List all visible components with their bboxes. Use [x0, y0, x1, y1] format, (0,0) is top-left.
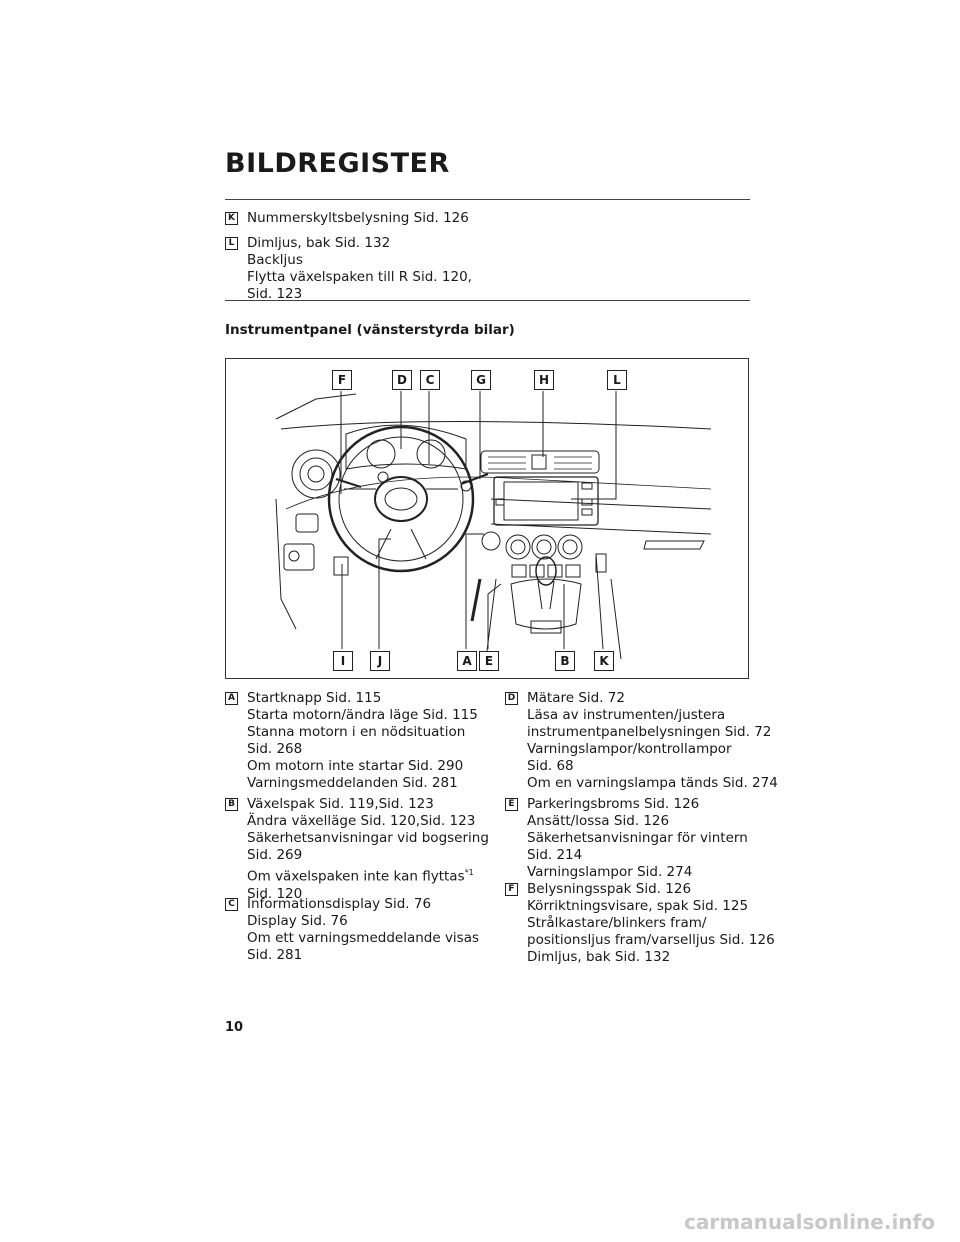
entry-line: Om en varningslampa tänds Sid. 274 [527, 775, 778, 791]
watermark: carmanualsonline.info [684, 1210, 935, 1234]
entry-line: Om motorn inte startar Sid. 290 [247, 758, 464, 774]
entry-line: Mätare Sid. 72 [527, 690, 625, 706]
entry-line: Varningslampor/kontrollampor [527, 741, 732, 757]
entry-line: Sid. 68 [527, 758, 574, 774]
callout-d: D [392, 370, 412, 390]
entry-line: Varningsmeddelanden Sid. 281 [247, 775, 458, 791]
entry-line: Starta motorn/ändra läge Sid. 115 [247, 707, 478, 723]
label-badge: F [505, 883, 518, 896]
footnote-marker: *1 [464, 868, 474, 877]
entry-line: Säkerhetsanvisningar vid bogsering [247, 830, 489, 846]
label-badge: E [505, 798, 518, 811]
entry-line: Om växelspaken inte kan flyttas*1 [247, 864, 489, 886]
entry-line: Sid. 268 [247, 741, 303, 757]
entry-line: Startknapp Sid. 115 [247, 690, 382, 706]
section-title: Instrumentpanel (vänsterstyrda bilar) [225, 322, 515, 338]
callout-h: H [534, 370, 554, 390]
entry-line: Dimljus, bak Sid. 132 [527, 949, 671, 965]
callout-k: K [594, 651, 614, 671]
entry-line: Sid. 281 [247, 947, 303, 963]
label-badge: C [225, 898, 238, 911]
dashboard-drawing [275, 391, 712, 660]
list-item-l: L Dimljus, bak Sid. 132 Backljus Flytta … [225, 235, 472, 303]
callout-b: B [555, 651, 575, 671]
page-title: BILDREGISTER [225, 148, 450, 179]
bottom-rule [225, 300, 750, 301]
list-item-d: D Mätare Sid. 72 Läsa av instrumenten/ju… [505, 690, 778, 792]
page-number: 10 [225, 1020, 244, 1035]
top-rule [225, 199, 750, 200]
callout-e: E [479, 651, 499, 671]
label-badge: B [225, 798, 238, 811]
entry-line: Stanna motorn i en nödsituation [247, 724, 466, 740]
entry-line: Sid. 269 [247, 847, 303, 863]
label-badge: A [225, 692, 238, 705]
entry-line: Belysningsspak Sid. 126 [527, 881, 692, 897]
entry-line: instrumentpanelbelysningen Sid. 72 [527, 724, 772, 740]
list-item-a: A Startknapp Sid. 115 Starta motorn/ändr… [225, 690, 478, 792]
label-badge: D [505, 692, 518, 705]
entry-line: Parkeringsbroms Sid. 126 [527, 796, 700, 812]
list-item-e: E Parkeringsbroms Sid. 126 Ansätt/lossa … [505, 796, 748, 881]
callout-a: A [457, 651, 477, 671]
callout-i: I [333, 651, 353, 671]
entry-line: Informationsdisplay Sid. 76 [247, 896, 432, 912]
entry-line: Sid. 123 [247, 286, 303, 302]
entry-line: Sid. 214 [527, 847, 583, 863]
list-item-c: C Informationsdisplay Sid. 76 Display Si… [225, 896, 479, 964]
entry-line: Sid. 120 [247, 885, 303, 902]
entry-line: Varningslampor Sid. 274 [527, 864, 693, 880]
entry-line: Ansätt/lossa Sid. 126 [527, 813, 670, 829]
entry-line: Backljus [247, 252, 303, 268]
callout-f: F [332, 370, 352, 390]
entry-line: Dimljus, bak Sid. 132 [247, 235, 391, 251]
list-item-b: B Växelspak Sid. 119,Sid. 123 Ändra växe… [225, 796, 489, 903]
entry-line: Läsa av instrumenten/justera [527, 707, 726, 723]
entry-line: Strålkastare/blinkers fram/ [527, 915, 707, 931]
dashboard-illustration: F D C G H L I J A E B K [225, 358, 749, 679]
entry-line: positionsljus fram/varselljus Sid. 126 [527, 932, 775, 948]
list-item-f: F Belysningsspak Sid. 126 Körriktningsvi… [505, 881, 775, 966]
entry-line: Ändra växelläge Sid. 120,Sid. 123 [247, 813, 476, 829]
entry-line: Körriktningsvisare, spak Sid. 125 [527, 898, 749, 914]
entry-line: Om ett varningsmeddelande visas [247, 930, 480, 946]
callout-l: L [607, 370, 627, 390]
callout-c: C [420, 370, 440, 390]
entry-line: Flytta växelspaken till R Sid. 120, [247, 269, 472, 285]
callout-j: J [370, 651, 390, 671]
entry-line: Säkerhetsanvisningar för vintern [527, 830, 748, 846]
list-item-k: K Nummerskyltsbelysning Sid. 126 [225, 210, 469, 227]
label-badge: L [225, 237, 238, 250]
entry-line: Växelspak Sid. 119,Sid. 123 [247, 796, 434, 812]
entry-line-text: Om växelspaken inte kan flyttas [247, 868, 465, 885]
label-badge: K [225, 212, 238, 225]
entry-line: Nummerskyltsbelysning Sid. 126 [247, 210, 469, 226]
entry-line: Display Sid. 76 [247, 913, 348, 929]
callout-g: G [471, 370, 491, 390]
